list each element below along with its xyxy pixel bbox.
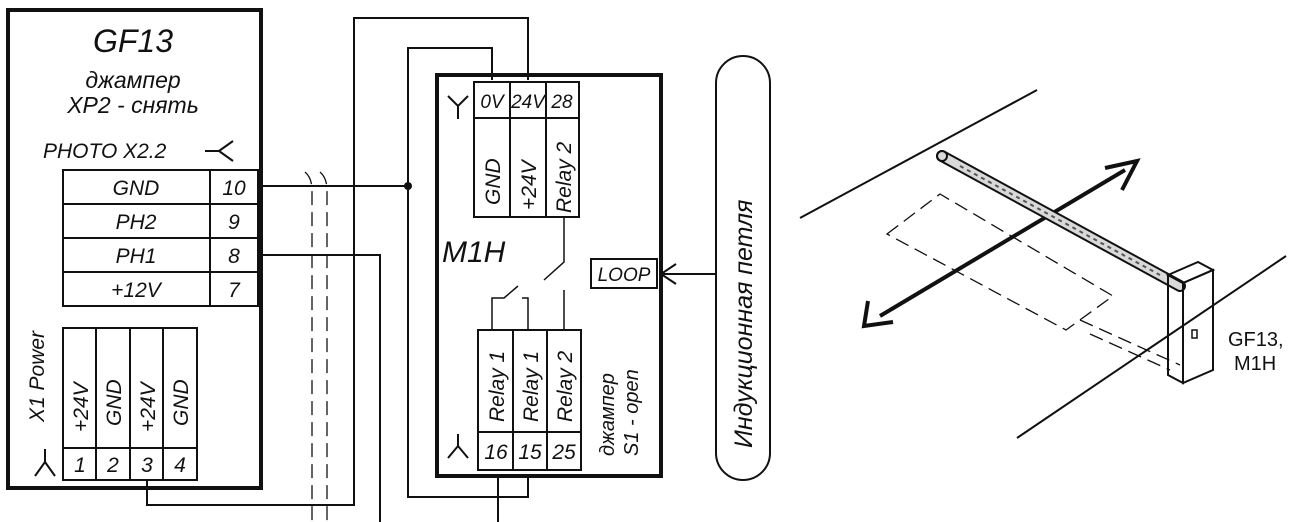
induction-loop: Индукционная петля	[659, 55, 771, 481]
photo-connector-icon	[205, 140, 234, 162]
m1h-top-label-gnd: GND	[482, 158, 505, 205]
road-dash-1	[1079, 319, 1181, 366]
m1h-top-connector-icon	[447, 95, 469, 119]
terminal-name-ph1: PH1	[116, 245, 157, 268]
wire-24v	[146, 17, 529, 506]
terminal-num-8: 8	[228, 245, 240, 268]
barrier-illustration: GF13, M1H	[799, 89, 1287, 439]
m1h-bottom-label-relay2: Relay 2	[554, 350, 577, 422]
power-terminal-block: X1 Power +24V GND +24V GND 1 2 3 4	[26, 327, 198, 481]
boom-arm	[936, 150, 1186, 292]
induction-loop-capsule	[715, 55, 771, 481]
m1h-bottom-connector-icon	[447, 434, 469, 459]
direction-arrow-shaft	[878, 168, 1127, 318]
m1h-bottom-label-relay1a: Relay 1	[486, 351, 509, 422]
power-pin-name-1: +24V	[70, 380, 93, 432]
m1h-bottom-num-25: 25	[551, 441, 576, 464]
loop-terminal	[590, 258, 658, 289]
m1h-title: M1H	[442, 236, 506, 269]
m1h-bottom-label-relay1b: Relay 1	[520, 351, 543, 422]
loop-arrow-head-icon	[659, 263, 677, 285]
direction-arrow-head-forward-icon	[1104, 158, 1141, 191]
power-label: X1 Power	[26, 330, 49, 423]
power-connector-icon	[34, 449, 56, 477]
power-pin-num-4: 4	[174, 454, 186, 477]
barrier-label-line1: GF13,	[1228, 329, 1284, 351]
m1h-top-label-relay2: Relay 2	[553, 141, 576, 213]
loop-label: LOOP	[598, 265, 651, 286]
wire-relay1-gnd	[407, 186, 529, 498]
terminal-num-10: 10	[222, 177, 246, 200]
m1h-top-label-24v: +24V	[518, 158, 541, 210]
barrier-label-line2: M1H	[1234, 353, 1276, 375]
gf13-title: GF13	[93, 23, 173, 59]
relay1-contact-right	[522, 297, 529, 330]
power-pin-num-1: 1	[74, 454, 86, 477]
direction-arrow-head-back-icon	[861, 300, 894, 329]
gf13-controller: GF13 джампер XP2 - снять PHOTO X2.2 GND …	[6, 8, 263, 490]
cable-bundle-outline	[304, 171, 328, 522]
power-pin-name-4: GND	[170, 379, 193, 426]
relay2-contact	[543, 217, 565, 281]
terminal-num-7: 7	[228, 279, 241, 302]
m1h-controller: 0V 24V 28 GND +24V Relay 2 M1H LOOP Rela…	[435, 73, 663, 478]
m1h-jumper-line2: S1 - open	[621, 369, 643, 456]
terminal-name-12v: +12V	[111, 279, 163, 302]
power-pin-name-2: GND	[103, 379, 126, 426]
power-pin-num-2: 2	[106, 454, 119, 477]
m1h-bottom-num-16: 16	[484, 441, 508, 464]
m1h-top-num-28: 28	[550, 92, 573, 113]
terminal-name-ph2: PH2	[116, 211, 157, 234]
wiring	[146, 17, 529, 522]
induction-loop-label: Индукционная петля	[730, 200, 758, 448]
power-pin-name-3: +24V	[137, 380, 160, 432]
gf13-frame	[6, 8, 263, 490]
barrier-cabinet	[1165, 260, 1216, 385]
road-loop-outline	[885, 193, 1115, 331]
m1h-jumper-line1: джампер	[597, 373, 619, 456]
power-pin-num-3: 3	[141, 454, 153, 477]
road-dash-2	[1089, 333, 1171, 371]
wire-ph1	[258, 254, 381, 522]
photo-terminal-block: GND 10 PH2 9 PH1 8 +12V 7	[62, 169, 259, 307]
gf13-jumper-line2: XP2 - снять	[66, 92, 199, 118]
m1h-top-num-0v: 0V	[480, 92, 506, 113]
wire-gnd-to-0v	[407, 47, 493, 186]
road-edge-top	[799, 89, 1038, 219]
cabinet-lock-icon	[1191, 329, 1198, 339]
gf13-photo-label: PHOTO X2.2	[43, 140, 167, 163]
gf13-jumper-line1: джампер	[85, 67, 181, 93]
terminal-num-9: 9	[228, 211, 240, 234]
m1h-top-num-24v: 24V	[510, 92, 547, 113]
terminal-name-gnd: GND	[113, 177, 160, 200]
m1h-bottom-num-15: 15	[518, 441, 542, 464]
m1h-frame	[435, 73, 663, 478]
m1h-bottom-terminals: Relay 1 Relay 1 Relay 2 16 15 25	[477, 329, 582, 471]
road-edge-bottom	[1016, 255, 1287, 439]
relay1-contact	[491, 285, 519, 330]
m1h-top-terminals: 0V 24V 28 GND +24V Relay 2	[473, 81, 580, 218]
